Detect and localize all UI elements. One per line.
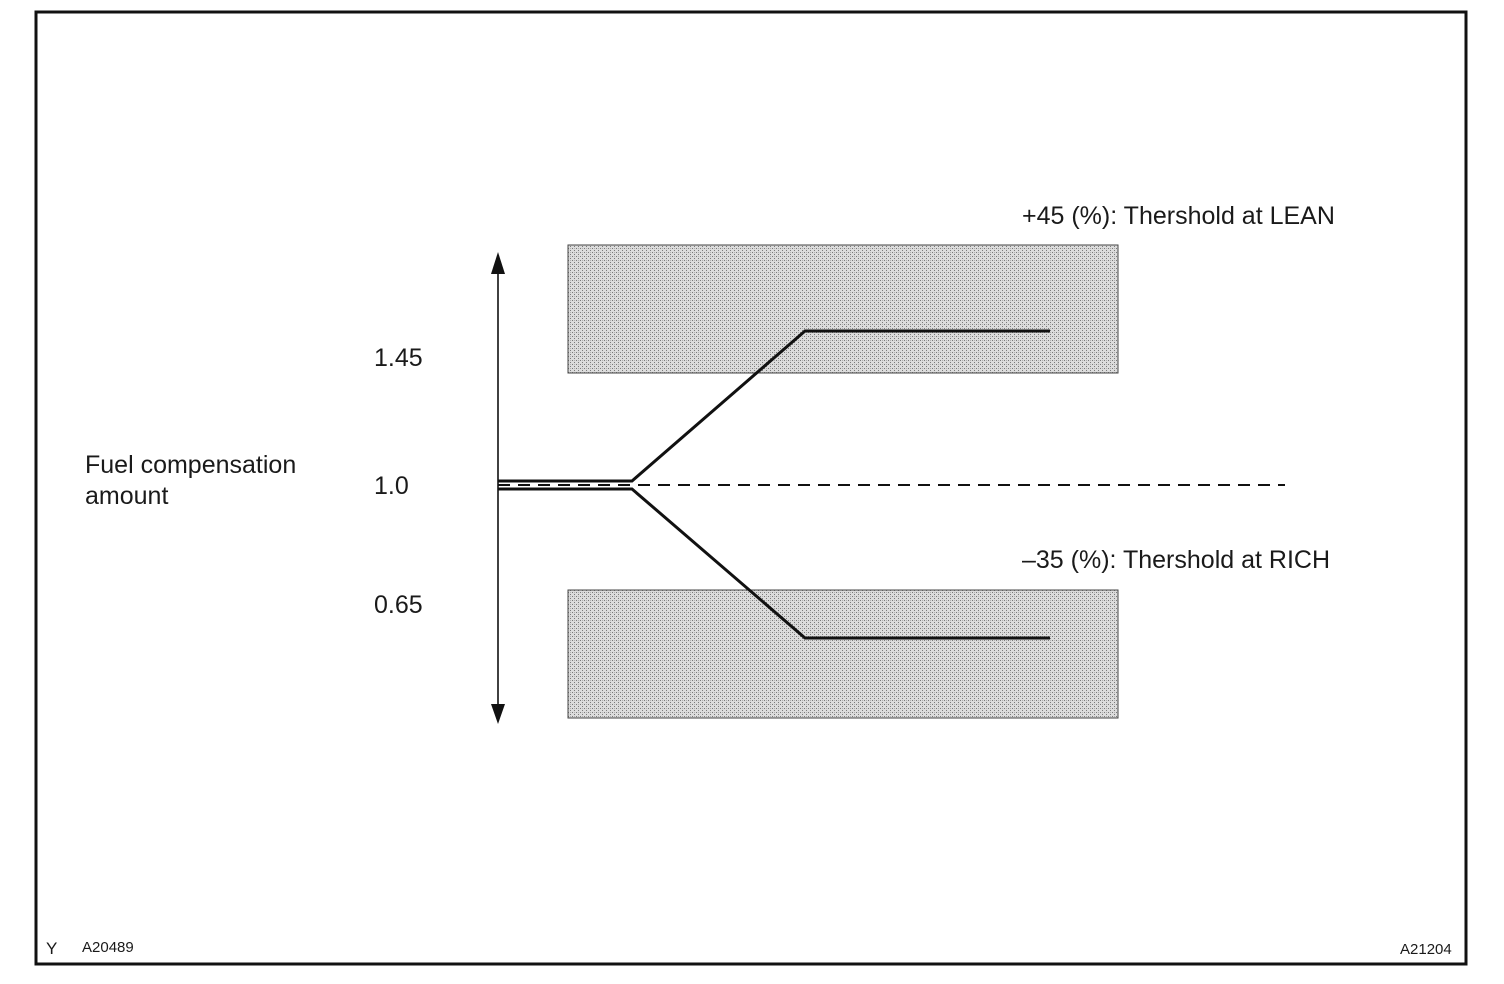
tick-label-1-0: 1.0 [374,472,409,500]
diagram-frame [34,10,1468,966]
y-axis-arrow-up-icon [491,252,505,274]
rich-threshold-zone [567,589,1119,719]
tick-label-1-45: 1.45 [374,344,423,372]
reference-code-left: A20489 [82,939,134,956]
tick-label-0-65: 0.65 [374,591,423,619]
series-line-rise [498,329,1050,483]
rich-threshold-label: –35 (%): Thershold at RICH [1022,546,1330,574]
y-axis-arrow-down-icon [491,704,505,724]
reference-code-right: A21204 [1400,941,1452,958]
corner-mark: Y [46,939,57,958]
y-axis-label-line1: Fuel compensation [85,451,296,479]
lean-threshold-zone [567,244,1119,374]
y-axis-label-line2: amount [85,482,168,510]
series-line-fall [498,487,1050,640]
lean-threshold-label: +45 (%): Thershold at LEAN [1022,202,1335,230]
